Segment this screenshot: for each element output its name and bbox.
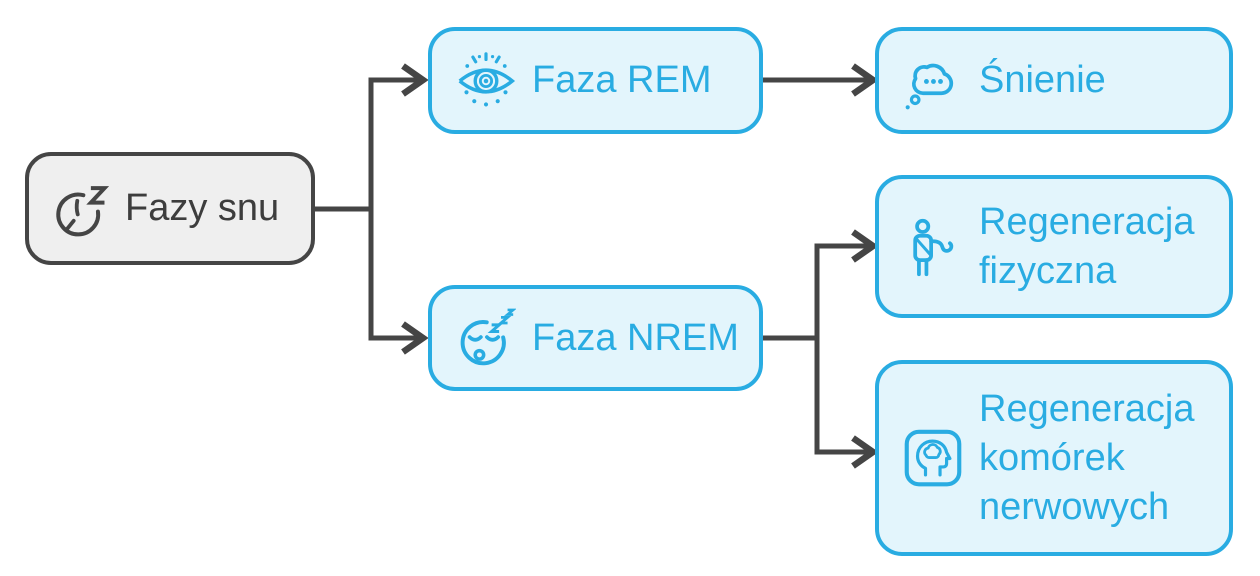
node-label: Regeneracja komórek nerwowych [979,387,1195,528]
rem-eye-icon [456,51,516,111]
arrowhead-to-nrem [401,321,429,355]
edge-root-branches [368,77,419,341]
node-fazy-snu[interactable]: Fazy snu [25,152,315,265]
head-brain-icon [903,428,963,488]
sleep-clock-icon [51,180,109,238]
node-label: Fazy snu [125,187,280,229]
arrowhead-to-fizyczna [851,229,879,263]
sleeping-face-icon [456,308,516,368]
arrowhead-to-nerwowych [851,435,879,469]
node-label: Śnienie [979,59,1106,101]
person-flex-icon [903,217,963,277]
dream-bubble-icon [903,51,963,111]
node-regeneracja-komorek[interactable]: Regeneracja komórek nerwowych [875,360,1233,556]
edge-nrem-branches [814,243,869,455]
node-label: Faza REM [532,59,712,101]
node-label: Faza NREM [532,316,739,359]
node-label: Regeneracja fizyczna [979,200,1195,292]
node-faza-rem[interactable]: Faza REM [428,27,763,134]
arrowhead-to-rem [401,63,429,97]
node-snienie[interactable]: Śnienie [875,27,1233,134]
arrowhead-to-snienie [851,63,879,97]
node-regeneracja-fizyczna[interactable]: Regeneracja fizyczna [875,175,1233,318]
node-faza-nrem[interactable]: Faza NREM [428,285,763,391]
